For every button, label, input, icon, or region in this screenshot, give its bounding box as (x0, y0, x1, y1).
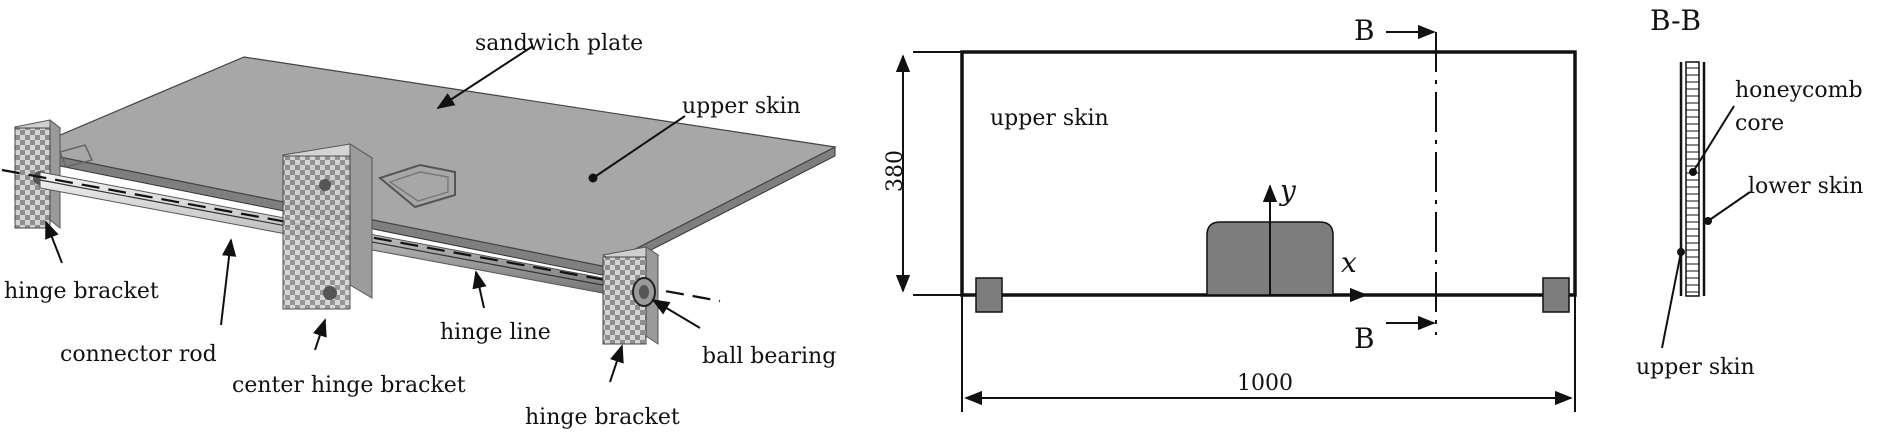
axis-x-label: x (1341, 246, 1357, 279)
sandwich-plate-surface (22, 56, 837, 267)
assembly-view: sandwich plate upper skin hinge bracket … (1, 31, 837, 430)
ball-bearing (632, 277, 656, 307)
section-mark-bottom: B (1354, 322, 1375, 355)
label-upper-skin: upper skin (682, 94, 801, 119)
dim-height-label: 380 (883, 150, 908, 192)
section-title: B-B (1650, 4, 1701, 37)
section-honeycomb-core (1685, 61, 1700, 297)
label-ball-bearing: ball bearing (702, 344, 836, 369)
plan-view: B B upper skin y x 380 1000 (883, 14, 1577, 412)
label-honeycomb-core-line1: honeycomb (1735, 78, 1863, 103)
mount-right (1542, 277, 1570, 313)
mount-left (975, 277, 1003, 313)
label-hinge-line: hinge line (440, 320, 551, 345)
label-honeycomb-core-line2: core (1735, 111, 1784, 136)
plan-upper-skin-label: upper skin (990, 106, 1109, 131)
label-center-hinge-bracket: center hinge bracket (232, 373, 466, 398)
dim-width-label: 1000 (1237, 371, 1293, 396)
section-mark-top: B (1354, 14, 1375, 47)
plate-cutout (377, 163, 456, 209)
axis-y-label: y (1278, 174, 1297, 207)
label-hinge-bracket-right: hinge bracket (525, 405, 680, 430)
section-view: B-B honeycomb core lower skin upper skin (1636, 4, 1863, 380)
label-section-upper-skin: upper skin (1636, 355, 1755, 380)
label-lower-skin: lower skin (1748, 174, 1863, 199)
center-hinge-bracket (281, 143, 374, 310)
label-connector-rod: connector rod (60, 342, 217, 367)
honeycomb-cells (1686, 67, 1699, 293)
label-sandwich-plate: sandwich plate (475, 31, 643, 56)
label-hinge-bracket-left: hinge bracket (4, 279, 159, 304)
